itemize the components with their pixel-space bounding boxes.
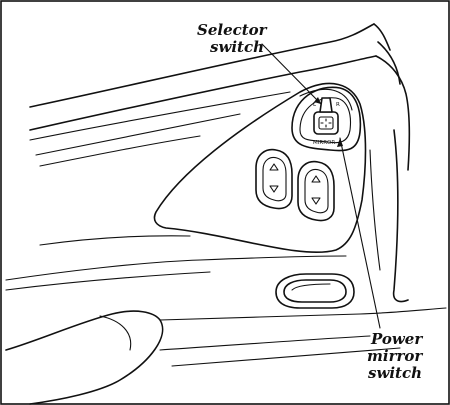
window-switch-right: [298, 162, 334, 221]
power-mirror-label-line1: Power: [370, 330, 423, 348]
callout-leaders: [262, 44, 380, 328]
switch-bezel: [154, 83, 365, 252]
power-mirror-label-line3: switch: [368, 364, 422, 382]
selector-right-letter: R: [336, 102, 340, 108]
window-switch-left: [256, 150, 292, 209]
power-mirror-label-line2: mirror: [367, 347, 423, 365]
mirror-joystick: [314, 112, 338, 134]
selector-knob: [320, 98, 332, 112]
mirror-panel-text: MIRROR: [313, 140, 335, 146]
power-mirror-switch: L R MIRROR: [292, 87, 360, 150]
selector-switch-label-line1: Selector: [197, 21, 268, 39]
selector-left-letter: L: [313, 102, 317, 108]
door-right-edge: [370, 130, 408, 302]
selector-switch-label-line2: switch: [210, 38, 264, 56]
door-handle: [276, 274, 354, 308]
